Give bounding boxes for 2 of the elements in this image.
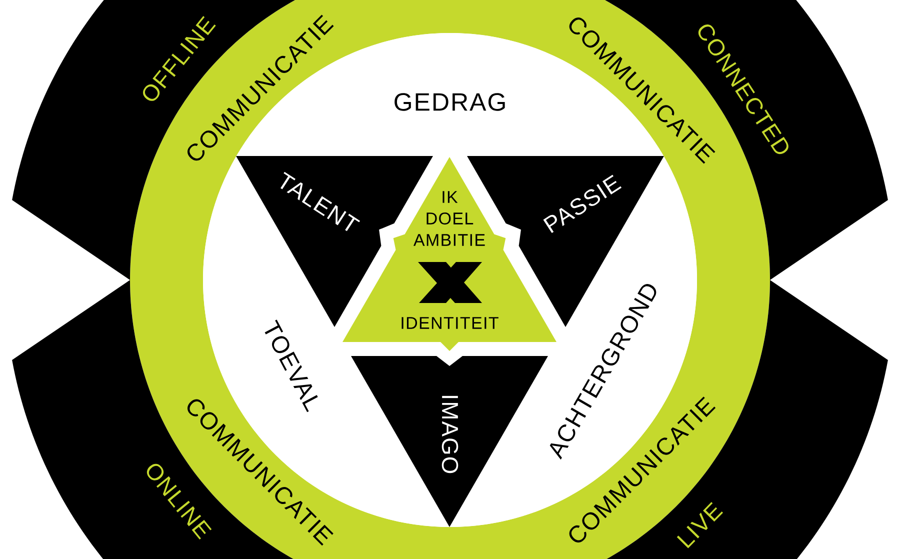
triangle: IMAGO xyxy=(351,356,548,527)
node-label: IK xyxy=(442,191,458,203)
